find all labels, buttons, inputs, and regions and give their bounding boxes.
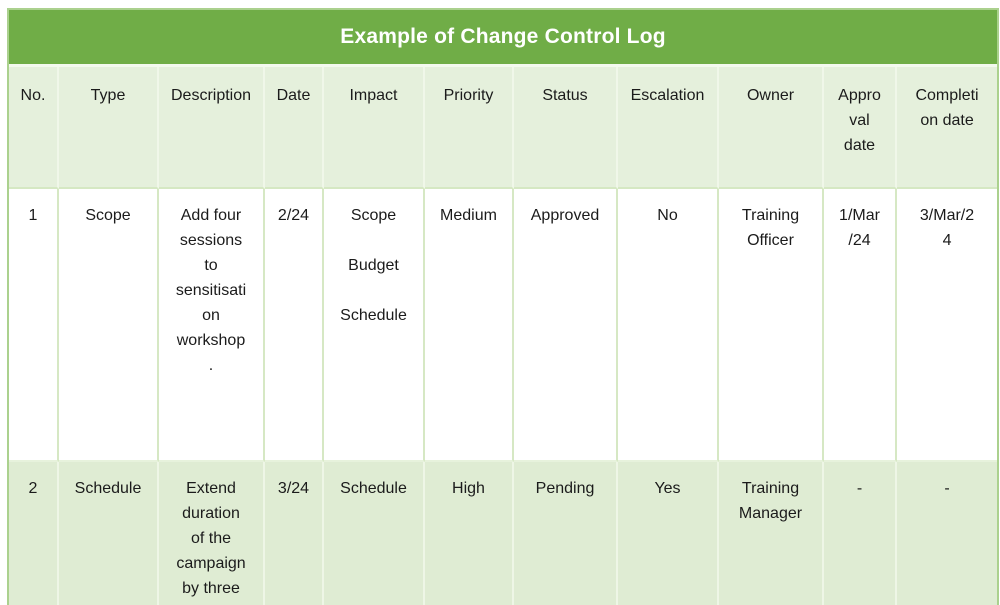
row1-impact: Scope Budget Schedule — [324, 189, 425, 462]
row1-type: Scope — [59, 189, 159, 462]
row1-priority: Medium — [425, 189, 514, 462]
row2-priority: High — [425, 462, 514, 605]
row1-date: 2/24 — [265, 189, 324, 462]
column-header-priority: Priority — [425, 67, 514, 189]
row2-description: Extend duration of the campaign by three… — [159, 462, 265, 605]
title-row: Example of Change Control Log — [9, 10, 998, 67]
row2-type: Schedule — [59, 462, 159, 605]
row2-completion-date: - — [897, 462, 998, 605]
row1-description: Add four sessions to sensitisati on work… — [159, 189, 265, 462]
row2-escalation: Yes — [618, 462, 719, 605]
column-header-status: Status — [514, 67, 618, 189]
row1-escalation: No — [618, 189, 719, 462]
table-row-2: 2 Schedule Extend duration of the campai… — [9, 462, 998, 605]
row2-approval-date: - — [824, 462, 897, 605]
row1-owner: Training Officer — [719, 189, 824, 462]
column-header-description: Description — [159, 67, 265, 189]
table-row-1: 1 Scope Add four sessions to sensitisati… — [9, 189, 998, 462]
row2-date: 3/24 — [265, 462, 324, 605]
header-row: No. Type Description Date Impact Priorit… — [9, 67, 998, 189]
column-header-impact: Impact — [324, 67, 425, 189]
column-header-completion-date: Completi on date — [897, 67, 998, 189]
row1-completion-date: 3/Mar/2 4 — [897, 189, 998, 462]
row2-owner: Training Manager — [719, 462, 824, 605]
row2-no: 2 — [9, 462, 59, 605]
column-header-owner: Owner — [719, 67, 824, 189]
column-header-escalation: Escalation — [618, 67, 719, 189]
change-control-log-table: Example of Change Control Log No. Type D… — [7, 8, 1000, 605]
column-header-date: Date — [265, 67, 324, 189]
row2-status: Pending — [514, 462, 618, 605]
column-header-approval-date: Appro val date — [824, 67, 897, 189]
row1-approval-date: 1/Mar /24 — [824, 189, 897, 462]
row1-status: Approved — [514, 189, 618, 462]
column-header-type: Type — [59, 67, 159, 189]
table-title: Example of Change Control Log — [9, 10, 998, 67]
row2-impact: Schedule — [324, 462, 425, 605]
column-header-no: No. — [9, 67, 59, 189]
row1-no: 1 — [9, 189, 59, 462]
